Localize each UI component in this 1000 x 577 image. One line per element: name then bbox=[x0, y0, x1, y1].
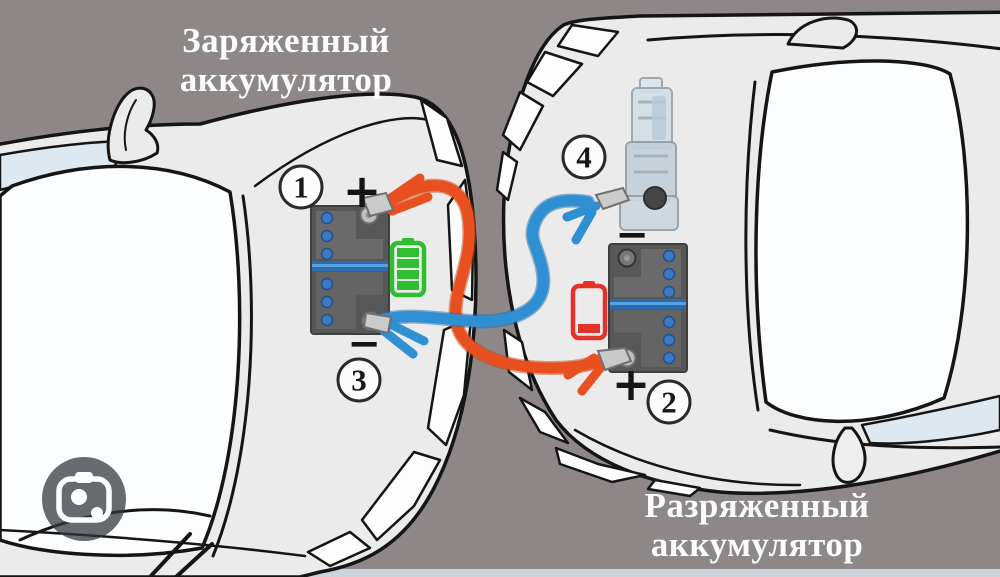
plus-sign-dead: + bbox=[612, 357, 651, 411]
label-charged-line1: Заряженный bbox=[182, 21, 390, 60]
negative-clamp-handle bbox=[379, 326, 418, 359]
battery-left-charged bbox=[310, 205, 390, 335]
battery-right-cell-caps bbox=[662, 249, 676, 365]
negative-clamp-jaw bbox=[594, 186, 631, 211]
engine-ground-point bbox=[619, 77, 679, 231]
step-3-badge: 3 bbox=[336, 357, 382, 403]
headlight-segment bbox=[495, 150, 519, 202]
car-left-hood-crease bbox=[253, 116, 430, 188]
engine-detail-block bbox=[652, 96, 666, 140]
step-3-number: 3 bbox=[351, 363, 367, 398]
positive-clamp-jaw bbox=[361, 191, 395, 218]
headlight-segment bbox=[646, 478, 702, 498]
car-right-sill-line bbox=[768, 428, 1000, 450]
battery-low-icon bbox=[570, 281, 608, 341]
car-right-dead bbox=[495, 10, 1000, 498]
positive-clamp-handle bbox=[577, 361, 607, 396]
car-right-mirror-top bbox=[786, 16, 858, 50]
battery-right-top-block bbox=[614, 249, 681, 297]
label-charged-line2: аккумулятор bbox=[180, 60, 393, 99]
headlight-segment bbox=[525, 50, 584, 98]
negative-clamp-handle bbox=[571, 207, 597, 245]
negative-clamp-handle bbox=[385, 319, 429, 346]
battery-right-blue-highlight bbox=[610, 302, 686, 305]
car-right-side-window bbox=[860, 394, 1000, 445]
headlight-segment bbox=[501, 90, 545, 152]
positive-clamp-jaw bbox=[596, 346, 633, 372]
label-discharged-battery: Разряженный аккумулятор bbox=[644, 486, 869, 564]
car-left-windshield bbox=[0, 164, 242, 558]
mirror-detail bbox=[123, 99, 137, 151]
battery-left-top-block bbox=[316, 211, 383, 259]
battery-icon-body bbox=[570, 283, 608, 341]
step-1-number: 1 bbox=[293, 170, 309, 205]
car-right-mirror-bottom bbox=[831, 426, 867, 484]
headlight-segment bbox=[306, 530, 372, 568]
headlight-segment bbox=[518, 396, 570, 445]
bottom-edge-strip bbox=[0, 569, 1000, 577]
car-left-mirror bbox=[106, 86, 160, 165]
terminal-detail bbox=[624, 255, 630, 261]
minus-sign-ground: − bbox=[615, 212, 649, 258]
wiper-arm bbox=[174, 542, 214, 577]
car-right-hood-gap-line bbox=[744, 80, 760, 412]
positive-clamp-handle bbox=[383, 173, 425, 205]
jumper-cable-negative bbox=[362, 186, 631, 359]
car-left-hood-gap-line bbox=[211, 194, 253, 558]
battery-icon-bar bbox=[578, 324, 600, 333]
positive-clamp-handle bbox=[563, 353, 599, 380]
step-2-number: 2 bbox=[661, 385, 677, 420]
plus-sign-donor: + bbox=[343, 164, 382, 218]
headlight-segment bbox=[419, 98, 464, 168]
headlight-segment bbox=[554, 446, 647, 484]
headlight-segment bbox=[426, 316, 473, 447]
battery-icon-body bbox=[389, 240, 427, 298]
battery-left-cell-caps bbox=[320, 211, 334, 327]
car-right-bumper-line bbox=[573, 428, 802, 487]
step-4-number: 4 bbox=[576, 140, 592, 175]
negative-cable bbox=[374, 195, 594, 327]
step-2-badge: 2 bbox=[646, 379, 692, 425]
step-1-badge: 1 bbox=[278, 164, 324, 210]
battery-full-icon bbox=[389, 238, 427, 298]
camera-icon bbox=[56, 472, 112, 523]
battery-left-blue-highlight bbox=[312, 264, 388, 267]
camera-button[interactable] bbox=[42, 457, 126, 541]
minus-sign-donor: − bbox=[347, 321, 381, 367]
step-markers: 1 + 3 − 4 − 2 + bbox=[278, 134, 692, 425]
wiper-arm bbox=[148, 532, 192, 577]
battery-icon-bars bbox=[397, 248, 419, 290]
label-discharged-line2: аккумулятор bbox=[651, 525, 864, 564]
headlight-segment bbox=[556, 23, 620, 58]
label-charged-battery: Заряженный аккумулятор bbox=[180, 21, 393, 99]
negative-clamp-jaw bbox=[362, 311, 393, 335]
headlight-segment bbox=[360, 450, 442, 542]
step-4-badge: 4 bbox=[561, 134, 607, 180]
positive-clamp-handle bbox=[387, 192, 433, 216]
car-right-windshield bbox=[754, 59, 970, 424]
label-discharged-line1: Разряженный bbox=[644, 486, 869, 525]
car-right-headlight-band-top bbox=[495, 23, 620, 202]
engine-knob bbox=[643, 186, 667, 210]
